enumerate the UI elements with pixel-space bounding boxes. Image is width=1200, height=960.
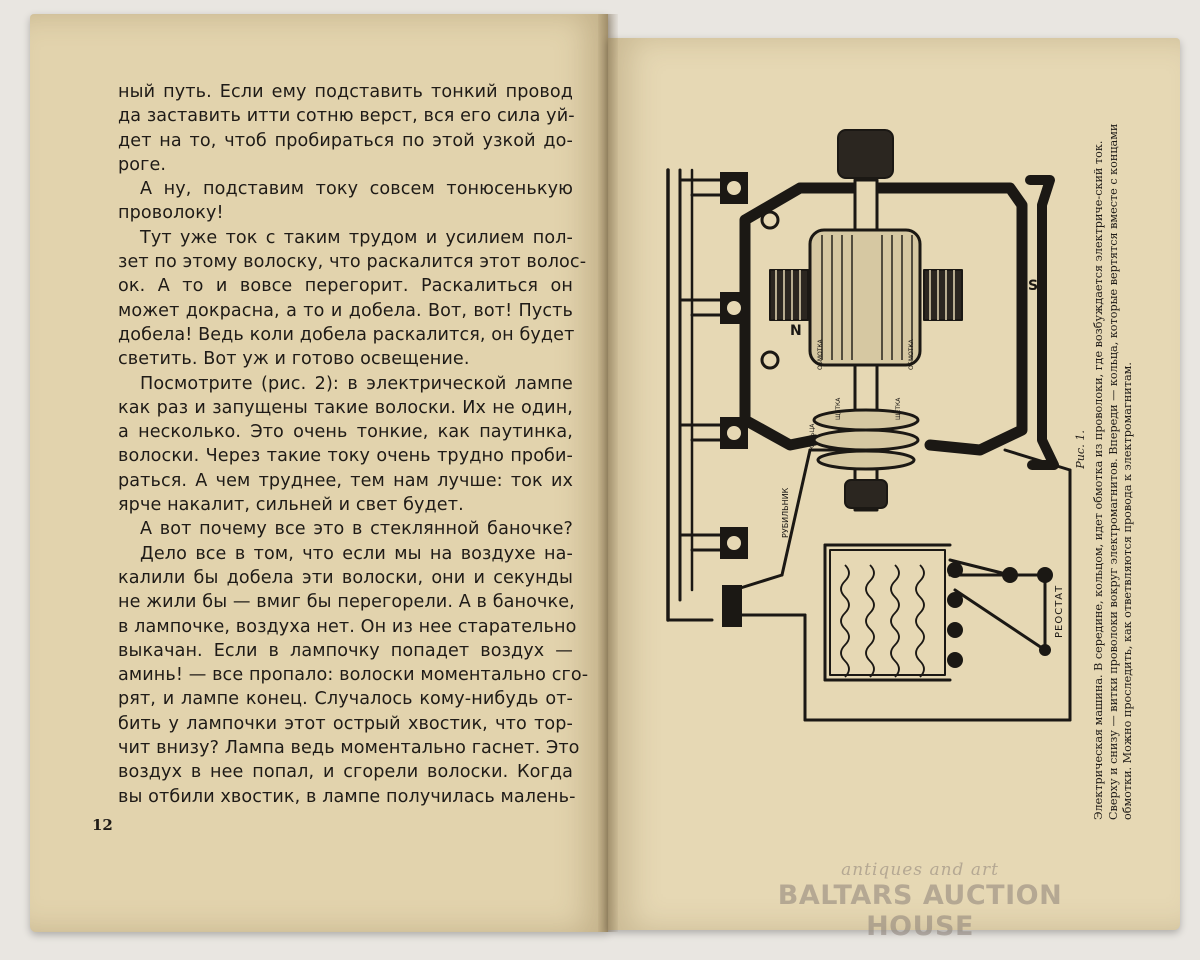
text-line: роге. (118, 154, 167, 175)
book-gutter (598, 14, 618, 932)
label-brush-left: ЩЕТКА (835, 397, 842, 420)
text-line: бить у лампочки этот острый хвостик, что… (118, 713, 573, 734)
body-text: ный путь. Если ему подставить тонкий про… (118, 80, 589, 809)
text-line: ный путь. Если ему подставить тонкий про… (118, 82, 573, 102)
label-winding-right: ОБМОТКА (908, 338, 915, 370)
text-line: А вот почему все это в стеклянной баночк… (140, 519, 573, 540)
text-line: воздух в нее попал, и сгорели волоски. К… (118, 762, 573, 783)
text-line: вы отбили хвостик, в лампе получилась ма… (118, 786, 576, 807)
label-rheostat: РЕОСТАТ (1054, 585, 1065, 638)
text-line: Тут уже ток с таким трудом и усилием пол… (140, 227, 573, 248)
mount-lug-bottom (760, 350, 780, 370)
figure-caption-area: Рис. 1. Электрическая машина. В середине… (1074, 100, 1152, 820)
switch-body (722, 585, 742, 627)
watermark-title: BALTARS AUCTION HOUSE (777, 880, 1063, 942)
label-switch: РУБИЛЬНИК (781, 487, 790, 538)
text-line: а несколько. Это очень тонкие, как паути… (118, 422, 573, 443)
socket-hole-4 (727, 536, 741, 550)
figure-caption-text: Электрическая машина. В середине, кольцо… (1092, 123, 1134, 820)
text-line: Посмотрите (рис. 2): в электрической лам… (140, 373, 573, 394)
label-brush-right: ЩЕТКА (895, 397, 902, 420)
text-line: дет на то, чтоб пробираться по этой узко… (118, 130, 573, 151)
text-line: рят, и лампе конец. Случалось кому-нибуд… (118, 689, 573, 710)
figure-caption: Рис. 1. Электрическая машина. В середине… (1074, 100, 1152, 820)
text-line: А ну, подставим току совсем тонюсенькую (140, 179, 573, 200)
label-south: S (1028, 278, 1038, 294)
text-line: добела! Ведь коли добела раскалится, он … (118, 324, 575, 345)
text-line: ок. А то и вовсе перегорит. Раскалиться … (118, 276, 573, 297)
socket-hole-1 (727, 181, 741, 195)
lamp-sockets (720, 172, 748, 559)
auction-watermark: antiques and art BALTARS AUCTION HOUSE (720, 860, 1120, 942)
text-line: аминь! — все пропало: волоски моментальн… (118, 665, 589, 686)
socket-hole-2 (727, 301, 741, 315)
socket-hole-3 (727, 426, 741, 440)
text-line: может докрасна, а то и добела. Вот, вот!… (118, 300, 573, 321)
label-north: N (790, 323, 802, 339)
text-line: зет по этому волоску, что раскалится это… (118, 252, 587, 273)
mount-lug-top (760, 210, 780, 230)
label-winding-left: ОБМОТКА (817, 338, 824, 370)
text-line: ярче накалит, сильней и свет будет. (118, 495, 464, 516)
figure-label: Рис. 1. (1074, 430, 1087, 469)
electric-machine-diagram: N S РУБИЛЬНИК РЕОСТАТ ОБМОТКА ОБМОТКА КО… (666, 129, 1072, 722)
text-line: калили бы добела эти волоски, они и секу… (118, 567, 573, 588)
left-page (30, 14, 608, 932)
text-line: не жили бы — вмиг бы перегорели. А в бан… (118, 592, 575, 613)
text-line: да заставить итти сотню верст, вся его с… (118, 106, 575, 127)
text-line: Дело все в том, что если мы на воздухе н… (140, 543, 573, 564)
page-number: 12 (92, 816, 113, 834)
text-line: проволоку! (118, 203, 224, 224)
rheostat-contacts (947, 562, 1053, 668)
text-line: раться. А чем труднее, тем нам лучше: то… (118, 470, 573, 491)
text-line: чит внизу? Лампа ведь моментально гаснет… (118, 738, 580, 759)
text-line: светить. Вот уж и готово освещение. (118, 349, 470, 370)
text-line: как раз и запущены такие волоски. Их не … (118, 397, 573, 418)
text-line: в лампочке, воздуха нет. Он из нее стара… (118, 616, 577, 637)
text-line: выкачан. Если в лампочку попадет воздух … (118, 640, 573, 661)
text-line: волоски. Через такие току очень трудно п… (118, 446, 573, 467)
label-rings: КОЛЬЦА (809, 423, 816, 450)
watermark-subtitle: antiques and art (841, 860, 999, 880)
